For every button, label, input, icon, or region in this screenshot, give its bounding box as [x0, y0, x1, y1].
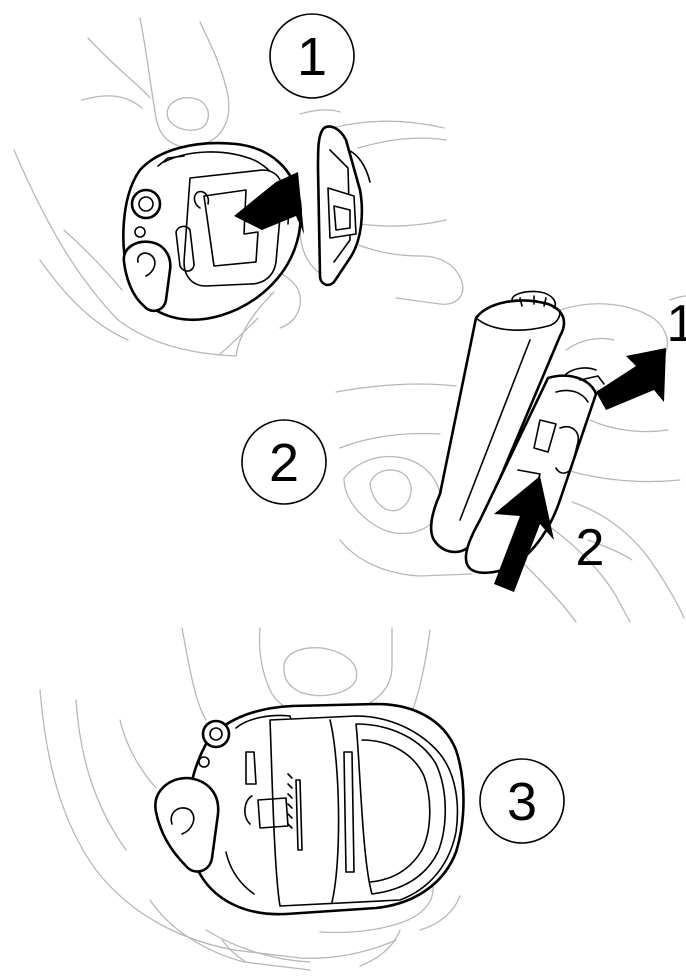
step-2-edge-number: 1: [667, 295, 686, 353]
step-2-panel: 2 1 2: [242, 291, 686, 622]
step-3-panel: 3: [40, 628, 564, 970]
step-3-number: 3: [507, 772, 537, 832]
step-3-badge: 3: [480, 759, 564, 843]
step-2-sub-number: 2: [576, 519, 605, 577]
step-1-badge: 1: [270, 14, 354, 98]
step-1-number: 1: [297, 27, 327, 87]
step-2-badge: 2: [242, 420, 326, 504]
step-2-number: 2: [269, 433, 299, 493]
arrow-icon-step-2-slide: [596, 348, 666, 410]
device-housing-step-3: [155, 704, 463, 914]
step-1-panel: 1: [14, 14, 463, 356]
battery-cover-step-1: [318, 127, 370, 285]
device-housing-step-1: [123, 143, 300, 320]
